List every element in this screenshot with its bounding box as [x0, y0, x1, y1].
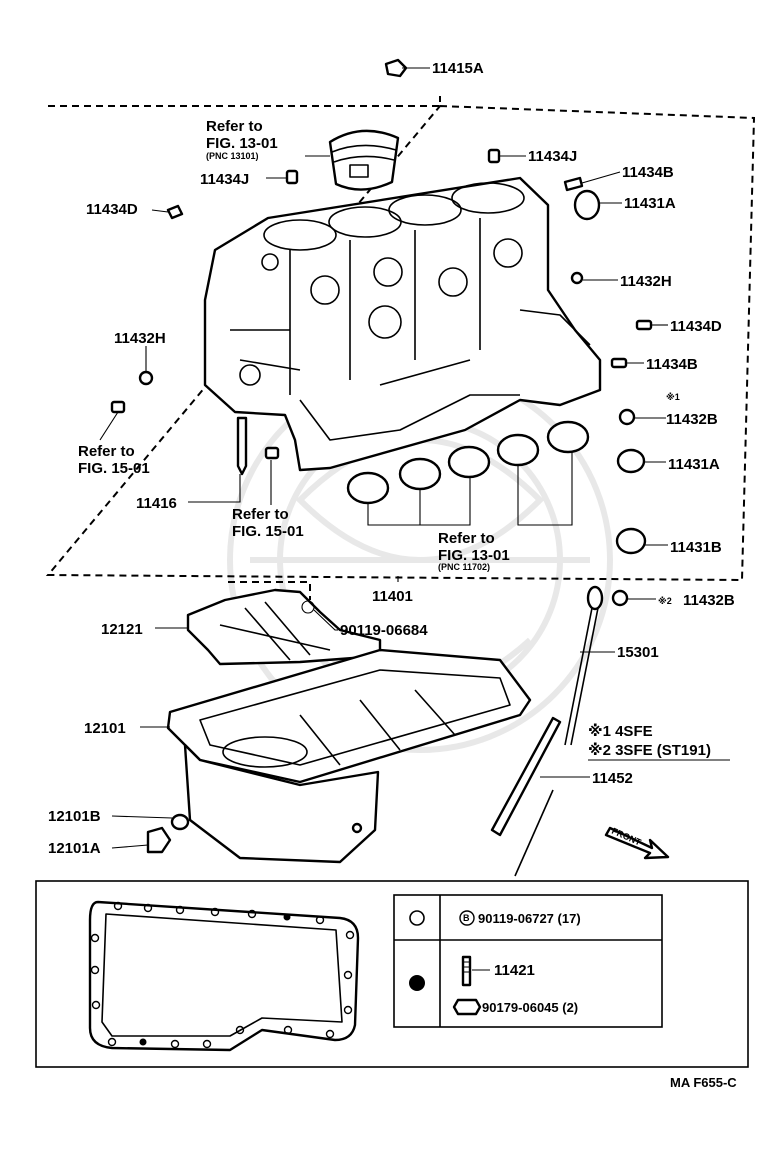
label-mark1-top: ※1: [666, 392, 680, 402]
plug-11431a-top-icon: [573, 189, 601, 221]
ref-mid-line1: Refer to: [232, 506, 289, 523]
label-12101b: 12101B: [48, 808, 101, 825]
label-11434j-mid: 11434J: [200, 171, 249, 188]
legend-code-90179-06045: 90179-06045 (2): [482, 1000, 578, 1015]
stud-11416-icon: [236, 416, 248, 476]
marker-b-legend-letter: B: [463, 913, 470, 923]
label-12101a: 12101A: [48, 840, 101, 857]
legend-code-90119-06727: 90119-06727 (17): [478, 911, 581, 926]
piston[interactable]: [328, 129, 400, 191]
ref-piston-pnc: (PNC 13101): [206, 151, 259, 161]
pin-11434b-top-icon: [563, 176, 584, 192]
engine-block-group-boundary: [45, 96, 756, 582]
note-4sfe: ※1 4SFE: [588, 722, 653, 740]
drain-plug[interactable]: [146, 813, 190, 854]
label-11431a-mid: 11431A: [668, 456, 720, 473]
pin-11434d-left-icon: [166, 204, 184, 220]
label-mark2-low: ※2: [658, 596, 672, 606]
label-11432h-left: 11432H: [114, 330, 166, 347]
small-parts: [110, 58, 653, 607]
label-11431a-top: 11431A: [624, 195, 676, 212]
plug-11431b-icon: [615, 527, 647, 555]
label-11434b-top: 11434B: [622, 164, 674, 181]
label-11432h-right: 11432H: [620, 273, 672, 290]
note-3sfe-st191: ※2 3SFE (ST191): [588, 741, 711, 759]
label-11434d-left: 11434D: [86, 201, 138, 218]
label-11416: 11416: [136, 495, 177, 512]
label-11434j-top: 11434J: [528, 148, 577, 165]
bolt-11415a-icon: [384, 58, 408, 78]
open-circle-icon: [409, 910, 425, 926]
legend-code-11421: 11421: [494, 962, 535, 979]
label-15301: 15301: [617, 644, 659, 661]
label-90119-06684: 90119-06684: [340, 622, 428, 639]
marker-b-icon: [301, 600, 315, 614]
marker-b-legend-icon: [459, 910, 475, 926]
dowel-11434j-top-icon: [487, 148, 501, 164]
label-11432b-mid: 11432B: [666, 411, 718, 428]
oil-pan-bolt-detail: [35, 880, 749, 1068]
pin-11434b-right-icon: [610, 357, 628, 369]
dowel-11434j-mid-icon: [285, 169, 299, 185]
label-11432b-low: 11432B: [683, 592, 735, 609]
plug-11432b-low-icon: [611, 589, 629, 607]
ref-left-line1: Refer to: [78, 443, 135, 460]
label-11431b: 11431B: [670, 539, 722, 556]
dowel-left-icon: [110, 400, 126, 414]
plug-11432b-mid-icon: [618, 408, 636, 426]
plug-11432h-right-icon: [570, 271, 584, 285]
label-11452: 11452: [592, 770, 633, 787]
front-arrow-icon: FRONT: [604, 826, 670, 860]
oil-baffle-plate[interactable]: [186, 588, 382, 666]
ref-bearing-pnc: (PNC 11702): [438, 562, 490, 572]
label-11401: 11401: [372, 588, 413, 605]
stud-11421-icon: [461, 955, 472, 987]
dipstick-guide[interactable]: [490, 716, 562, 877]
pin-11434d-right-icon: [635, 319, 653, 331]
filled-circle-icon: [409, 975, 425, 991]
main-bearing-shells[interactable]: [346, 420, 590, 526]
label-12121: 12121: [101, 621, 143, 638]
stud-holes: [139, 913, 291, 1046]
ref-piston-line2: FIG. 13-01: [206, 135, 278, 152]
plug-11432h-left-icon: [138, 370, 154, 386]
label-11415a: 11415A: [432, 60, 484, 77]
label-11434d-right: 11434D: [670, 318, 722, 335]
ref-piston-line1: Refer to: [206, 118, 263, 135]
oil-pan[interactable]: [166, 648, 532, 864]
oil-dipstick[interactable]: [564, 585, 604, 746]
baffle-dash-boundary: [228, 581, 311, 600]
cylinder-block[interactable]: [203, 176, 602, 472]
ref-bearing-line1: Refer to: [438, 530, 495, 547]
ref-bearing-line2: FIG. 13-01: [438, 547, 510, 564]
ref-left-line2: FIG. 15-01: [78, 460, 150, 477]
figure-code: MA F655-C: [670, 1075, 737, 1090]
dowel-mid-icon: [264, 446, 280, 460]
bolt-holes: [90, 901, 355, 1049]
legend-table: B 90119-06727 (17) 11421 90179-06045 (2): [393, 894, 663, 1028]
nut-90179-icon: [452, 998, 482, 1016]
ref-mid-line2: FIG. 15-01: [232, 523, 304, 540]
label-12101: 12101: [84, 720, 126, 737]
plug-11431a-mid-icon: [616, 448, 646, 474]
label-11434b-right: 11434B: [646, 356, 698, 373]
